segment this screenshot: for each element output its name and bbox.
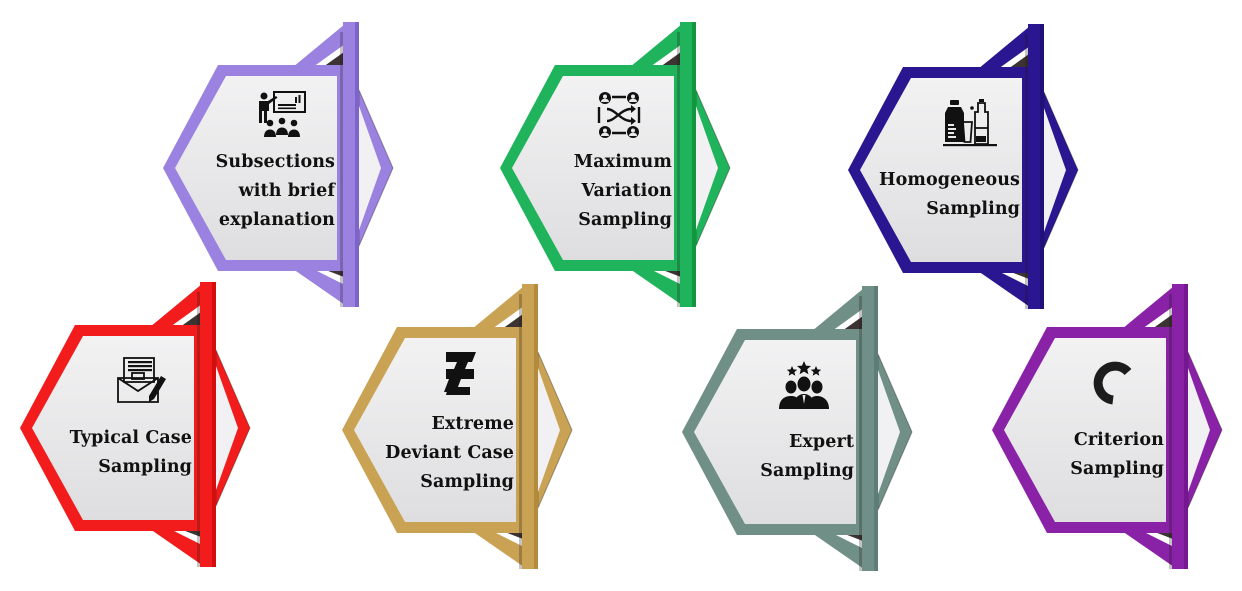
shuffle-people-icon xyxy=(592,90,646,140)
hexagon-signpost-shape xyxy=(848,24,1079,309)
c-arc-icon xyxy=(1087,358,1141,408)
card-label: Extreme Deviant Case Sampling xyxy=(385,414,514,492)
card-label: Typical Case Sampling xyxy=(69,428,192,477)
hexagon-signpost-shape xyxy=(682,286,913,571)
card-homogeneous: Homogeneous Sampling xyxy=(828,20,1079,320)
presentation-icon xyxy=(255,90,309,140)
card-extreme-deviant: Extreme Deviant Case Sampling xyxy=(322,280,573,580)
hexagon-signpost-shape xyxy=(342,284,573,569)
card-maximum-variation: Maximum Variation Sampling xyxy=(480,18,731,318)
card-criterion: Criterion Sampling xyxy=(972,280,1223,580)
hexagon-signpost-shape xyxy=(992,284,1223,569)
team-stars-icon xyxy=(777,360,831,410)
card-expert: Expert Sampling xyxy=(662,282,913,582)
card-typical-case: Typical Case Sampling xyxy=(0,278,251,578)
not-equal-icon xyxy=(434,352,488,402)
card-label: Criterion Sampling xyxy=(1070,430,1164,479)
card-label: Subsections with brief explanation xyxy=(215,152,335,230)
card-label: Maximum Variation Sampling xyxy=(573,152,672,230)
card-label: Homogeneous Sampling xyxy=(879,170,1020,219)
card-label: Expert Sampling xyxy=(760,432,854,481)
lab-bottles-icon xyxy=(943,98,997,148)
card-subsections: Subsections with brief explanation xyxy=(143,18,394,318)
briefcase-document-icon xyxy=(115,356,169,406)
